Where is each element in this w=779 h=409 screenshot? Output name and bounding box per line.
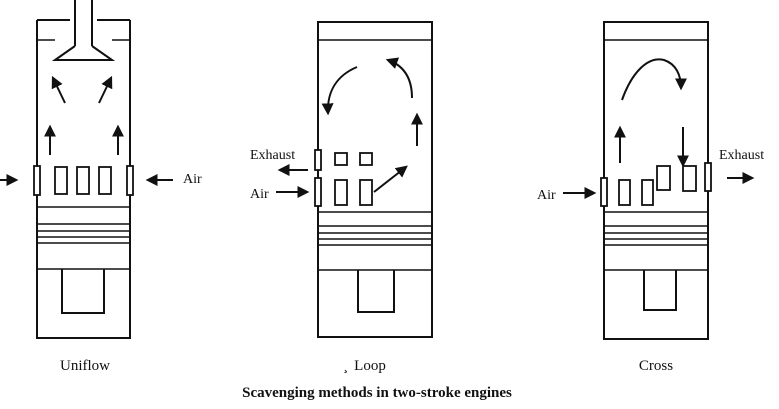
loop-intake-port [359,179,373,206]
uniflow-air-label: Air [183,172,202,187]
cross-flow-arrow [621,58,687,101]
uniflow-caption: Uniflow [60,358,110,374]
cross-exhaust-label: Exhaust [719,148,764,163]
uniflow-intake-port [76,166,90,195]
loop-caption-mark: ¸ [343,358,348,374]
uniflow-exhaust-valve [51,0,116,61]
uniflow-intake-port [54,166,68,195]
cross-caption: Cross [639,358,673,374]
loop-flow-arrow [373,165,408,193]
loop-wall-slot [314,177,322,207]
loop-exhaust-port [359,152,373,166]
cross-exhaust-port [682,165,697,192]
uniflow-wall-slot [126,165,134,196]
loop-piston [318,211,432,313]
cross-air-label: Air [537,188,556,203]
cross-wall-slot [704,162,712,192]
figure-title: Scavenging methods in two-stroke engines [242,385,512,401]
loop-intake-port [334,179,348,206]
loop-flow-arrow [321,66,358,116]
uniflow-flow-arrow [51,75,66,104]
loop-wall-slot [314,149,322,171]
cross-piston [604,211,708,311]
cross-deflector [656,165,671,191]
uniflow-piston [37,206,130,314]
cross-engine: Air Exhaust Cross [537,21,764,374]
uniflow-intake-port [98,166,112,195]
loop-exhaust-port [334,152,348,166]
uniflow-engine: Air Uniflow [0,0,202,374]
cross-wall-slot [600,177,608,207]
cross-intake-port [618,179,631,206]
loop-flow-arrow [385,57,413,99]
loop-caption: Loop [354,358,386,374]
loop-exhaust-label: Exhaust [250,148,295,163]
loop-engine: Exhaust Air ¸ Loop [250,21,433,374]
loop-cylinder-wall [317,21,433,338]
cross-intake-port [641,179,654,206]
uniflow-wall-slot [33,165,41,196]
uniflow-flow-arrow [98,75,113,104]
loop-air-label: Air [250,187,269,202]
